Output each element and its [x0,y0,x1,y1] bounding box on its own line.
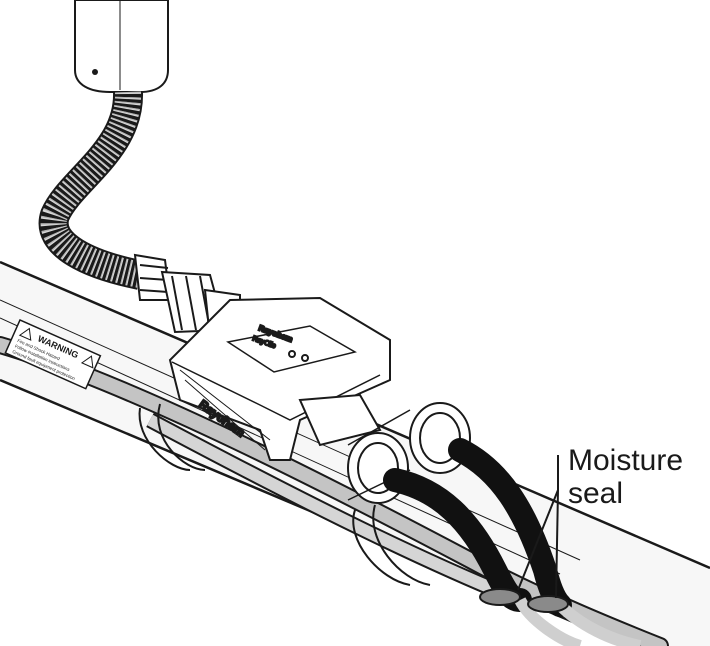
callout-line-1: Moisture [568,444,684,477]
flexible-conduit [38,91,144,290]
callout-line-2: seal [568,477,624,510]
moisture-seal [479,588,569,613]
pipe-strap [138,403,431,586]
callout-leader [517,455,559,599]
moisture-seal-callout: Moisture seal [568,444,683,510]
power-junction-box [74,0,169,93]
